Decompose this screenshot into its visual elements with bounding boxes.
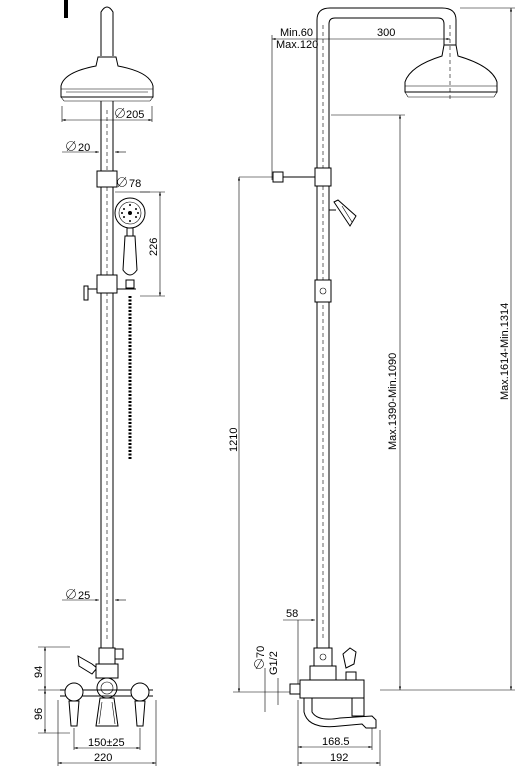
side-arm-outer [316, 7, 457, 170]
dim-centers: 150±25 [88, 737, 125, 749]
dim-thread: G1/2 [268, 651, 280, 675]
dim-range-total: Max.1614-Min.1314 [499, 303, 511, 400]
front-arm-top [100, 6, 114, 56]
side-view: Min.60 Max.120 300 1210 M [228, 7, 515, 766]
dim-spout-192: 192 [330, 752, 348, 764]
dim-height-94: 94 [33, 666, 45, 678]
side-arm-inner [328, 17, 445, 170]
dim-spout-168: 168.5 [322, 736, 350, 748]
dim-height-96: 96 [33, 708, 45, 720]
side-mixer [289, 647, 377, 729]
dim-pipe-diameter: 25 [78, 590, 90, 602]
dim-offset-58: 58 [286, 608, 298, 620]
dim-range-mid: Max.1390-Min.1090 [387, 353, 399, 450]
hand-shower [114, 197, 146, 289]
wall-bracket [239, 167, 332, 187]
dim-head-diameter: 205 [126, 109, 144, 121]
slider-holder [83, 274, 136, 301]
side-slider [314, 279, 332, 303]
dim-hand-length: 226 [148, 238, 160, 256]
front-upper-clamp [96, 170, 118, 188]
side-shower-head [404, 44, 498, 98]
side-hand-shower [329, 199, 357, 227]
dim-hand-diameter: 78 [129, 178, 141, 190]
dim-arm-diameter: 20 [78, 142, 90, 154]
dim-arm-min: Min.60 [280, 27, 313, 39]
dim-width-220: 220 [94, 752, 112, 764]
front-mixer [60, 647, 153, 727]
corner-mark [64, 0, 68, 18]
front-view: 205 20 78 226 [33, 0, 165, 766]
dim-inlet-diameter: 70 [255, 646, 267, 658]
dim-arm-max: Max.120 [276, 39, 318, 51]
front-shower-head [60, 56, 154, 102]
dim-height-1210: 1210 [228, 428, 240, 452]
dim-arm-300: 300 [377, 27, 395, 39]
